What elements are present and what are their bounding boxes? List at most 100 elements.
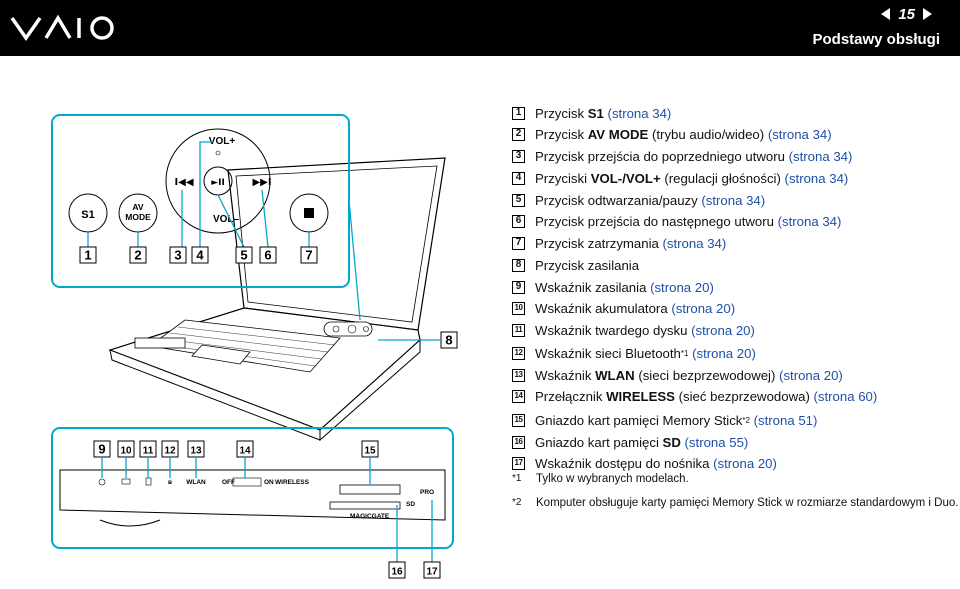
page-reference-link[interactable]: (strona 34) [662, 235, 727, 251]
callout-text: Przycisk [535, 105, 588, 121]
off-label: OFF [222, 479, 235, 486]
illustration-callout-box [191, 246, 209, 264]
illustration-callout-box [117, 440, 135, 458]
callout-number: 9 [512, 280, 525, 294]
callout-text: Przycisk przejścia do następnego utworu [535, 213, 778, 229]
callout-item: 10 Wskaźnik akumulatora (strona 20) [512, 299, 735, 317]
callout-text: Wskaźnik akumulatora [535, 300, 672, 316]
illustration-callout-number: 12 [164, 445, 176, 456]
page-reference-link[interactable]: (strona 51) [749, 412, 818, 428]
page-reference-link[interactable]: (strona 34) [784, 170, 849, 186]
vol-minus-label: VOL– [213, 214, 240, 225]
previous-page-icon[interactable] [881, 8, 891, 20]
illustration-callout-box [187, 440, 205, 458]
callout-text: AV MODE [587, 126, 649, 142]
callout-number: 17 [512, 456, 525, 470]
illustration-callout-number: 11 [143, 445, 154, 456]
illustration-callout-box [423, 561, 441, 579]
illustration-callout-box [79, 246, 97, 264]
illustration-callout-number: 15 [364, 445, 376, 456]
footnote-mark: *2 [512, 497, 522, 508]
illustration-callout-number: 4 [196, 247, 204, 262]
callout-text: Wskaźnik sieci Bluetooth [535, 345, 681, 361]
callout-number: 8 [512, 258, 525, 272]
callout-text: WIRELESS [606, 388, 675, 404]
illustration-callout-number: 16 [391, 566, 403, 577]
illustration-callout-box [93, 440, 111, 458]
section-title: Podstawy obsługi [812, 31, 940, 48]
callout-text: Przycisk [535, 126, 588, 142]
callout-text: Przyciski [535, 170, 591, 186]
callout-text: Przycisk zatrzymania [535, 235, 663, 251]
callout-number: 3 [512, 149, 525, 163]
illustration-callout-number: 10 [120, 445, 132, 456]
page-reference-link[interactable]: (strona 20) [671, 300, 736, 316]
illustration-callout-number: 13 [190, 445, 202, 456]
vol-plus-label: VOL+ [209, 136, 236, 147]
page-header: 15 Podstawy obsługi [0, 0, 960, 56]
page-reference-link[interactable]: (strona 20) [691, 322, 755, 338]
callout-text: S1 [587, 105, 604, 121]
callout-text: Przycisk zasilania [535, 257, 640, 273]
page-number: 15 [898, 6, 915, 23]
callout-text: Gniazdo kart pamięci [535, 434, 663, 450]
page-reference-link[interactable]: (strona 34) [603, 105, 672, 121]
callout-text: VOL-/VOL+ [590, 170, 661, 186]
page-reference-link[interactable]: (strona 60) [813, 388, 878, 404]
callout-number: 14 [512, 389, 525, 403]
illustration-callout-box [161, 440, 179, 458]
laptop-drawing [108, 157, 446, 442]
callout-number: 10 [512, 301, 525, 315]
page-reference-link[interactable]: (strona 34) [767, 126, 832, 142]
laptop-illustration: S1 AV MODE VOL+ I◀◀ ►II ▶▶I VOL– [0, 60, 510, 589]
callout-text: Przycisk odtwarzania/pauzy [535, 192, 702, 208]
on-label: ON [264, 479, 274, 486]
illustration-callout-box [169, 246, 187, 264]
callout-text: Wskaźnik twardego dysku [535, 322, 692, 338]
illustration-callout-number: 3 [174, 247, 181, 262]
illustration-callout-number: 8 [445, 332, 452, 347]
illustration-callout-box [440, 331, 458, 349]
play-pause-icon: ►II [211, 178, 225, 188]
callout-text: Wskaźnik [535, 367, 596, 383]
illustration-callout-box [361, 440, 379, 458]
av-label: AV [132, 202, 144, 212]
next-page-icon[interactable] [923, 8, 932, 20]
page-reference-link[interactable]: (strona 34) [777, 213, 842, 229]
vaio-logo [10, 10, 120, 51]
sd-label: SD [406, 501, 415, 508]
callout-text: Wskaźnik dostępu do nośnika [535, 455, 714, 471]
illustration-callout-box [300, 246, 318, 264]
page-reference-link[interactable]: (strona 20) [713, 455, 777, 471]
callout-number: 7 [512, 236, 525, 250]
page-reference-link[interactable]: (strona 34) [701, 192, 766, 208]
callout-text: Wskaźnik zasilania [535, 279, 651, 295]
callout-item: 8 Przycisk zasilania [512, 256, 639, 274]
s1-label: S1 [81, 209, 94, 221]
callout-number: 15 [512, 413, 525, 427]
memory-stick-slot [339, 484, 401, 495]
wireless-switch [232, 477, 262, 487]
callout-item: 1 Przycisk S1 (strona 34) [512, 104, 671, 122]
callout-number: 12 [512, 346, 525, 360]
callout-number: 1 [512, 106, 525, 120]
callout-text: SD [662, 434, 681, 450]
illustration-callout-number: 2 [134, 247, 141, 262]
callout-number: 4 [512, 171, 525, 185]
page-reference-link[interactable]: (strona 20) [779, 367, 843, 383]
illustration-callout-number: 6 [264, 247, 271, 262]
page-reference-link[interactable]: (strona 20) [650, 279, 714, 295]
callout-number: 13 [512, 368, 525, 382]
page-reference-link[interactable]: (strona 55) [680, 434, 749, 450]
page-reference-link[interactable]: (strona 20) [688, 345, 756, 361]
illustration-callout-box [236, 440, 254, 458]
page-reference-link[interactable]: (strona 34) [788, 148, 853, 164]
callout-text: *2 [742, 415, 750, 425]
bluetooth-icon: ʙ [168, 479, 172, 486]
illustration-callout-number: 5 [240, 247, 247, 262]
page-number-nav: 15 [873, 6, 940, 23]
illustration-callout-box [388, 561, 406, 579]
